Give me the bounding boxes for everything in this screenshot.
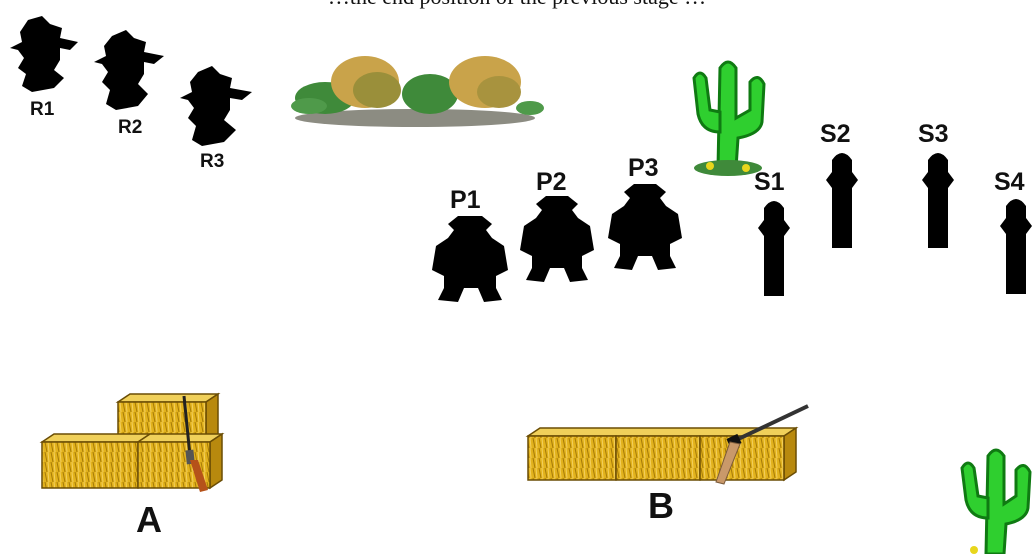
rifle-target-3-icon	[180, 66, 252, 146]
shotgun-target-label-s4: S4	[994, 168, 1025, 196]
position-label-a: A	[136, 499, 162, 540]
shotgun-target-1-icon	[758, 201, 790, 296]
pistol-target-1-icon	[432, 216, 508, 302]
pistol-target-label-p2: P2	[536, 168, 567, 196]
position-label-b: B	[648, 485, 674, 526]
rifle-target-1-icon	[10, 16, 78, 92]
pistol-target-3-icon	[608, 184, 682, 270]
shotgun-target-label-s2: S2	[820, 120, 851, 148]
cactus-icon-bottom	[960, 448, 1032, 554]
top-caption: …the end position of the previous stage …	[0, 0, 1034, 10]
shotgun-target-3-icon	[922, 153, 954, 248]
rifle-target-label-r2: R2	[118, 117, 143, 138]
pistol-target-2-icon	[520, 196, 594, 282]
shotgun-target-2-icon	[826, 153, 858, 248]
pistol-target-label-p1: P1	[450, 186, 481, 214]
desert-brush-icon	[291, 56, 544, 127]
shotgun-target-label-s1: S1	[754, 168, 785, 196]
pistol-target-label-p3: P3	[628, 154, 659, 182]
cactus-icon	[692, 60, 766, 176]
shotgun-icon	[715, 404, 809, 485]
position-a-hay-bales-icon	[39, 392, 225, 490]
shotgun-target-4-icon	[1000, 199, 1032, 294]
rifle-icon	[182, 395, 208, 492]
rifle-target-label-r1: R1	[30, 99, 55, 120]
shotgun-target-label-s3: S3	[918, 120, 949, 148]
rifle-target-2-icon	[94, 30, 164, 110]
position-b-hay-bales-icon	[525, 426, 799, 482]
rifle-target-label-r3: R3	[200, 151, 225, 172]
